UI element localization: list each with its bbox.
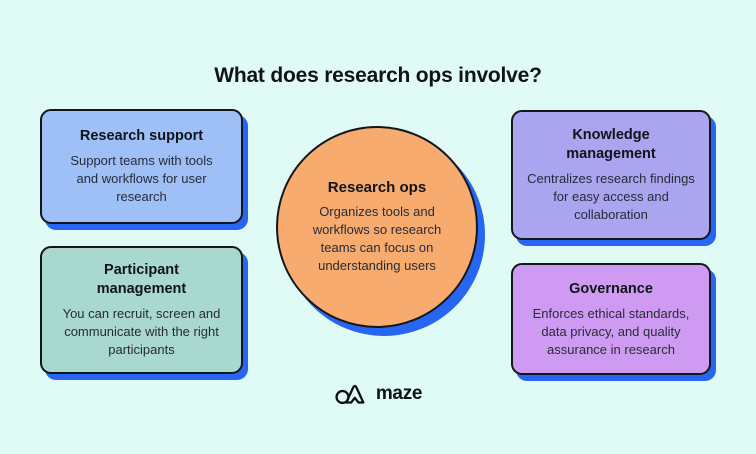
card-participant-management-title: Participant management xyxy=(96,262,187,297)
card-governance-title: Governance xyxy=(569,280,653,297)
card-participant-management-body: You can recruit, screen and communicate … xyxy=(62,305,221,357)
maze-logo-wordmark: maze xyxy=(375,383,423,404)
research-ops-circle: Research ops Organizes tools and workflo… xyxy=(276,126,478,328)
research-ops-circle-title: Research ops xyxy=(327,178,427,196)
card-research-support: Research support Support teams with tool… xyxy=(40,109,243,224)
card-governance: Governance Enforces ethical standards, d… xyxy=(511,263,711,375)
maze-logo-icon xyxy=(334,380,368,408)
research-ops-circle-body: Organizes tools and workflows so researc… xyxy=(312,203,442,274)
card-knowledge-management-title: Knowledge management xyxy=(566,127,656,162)
card-participant-management: Participant management You can recruit, … xyxy=(40,246,243,374)
card-knowledge-management-body: Centralizes research findings for easy a… xyxy=(527,170,695,222)
card-research-support-title: Research support xyxy=(79,128,204,145)
card-knowledge-management: Knowledge management Centralizes researc… xyxy=(511,110,711,240)
card-research-support-body: Support teams with tools and workflows f… xyxy=(70,153,213,205)
maze-logo: maze xyxy=(0,380,756,408)
card-governance-body: Enforces ethical standards, data privacy… xyxy=(532,305,690,357)
page-title: What does research ops involve? xyxy=(214,64,542,88)
